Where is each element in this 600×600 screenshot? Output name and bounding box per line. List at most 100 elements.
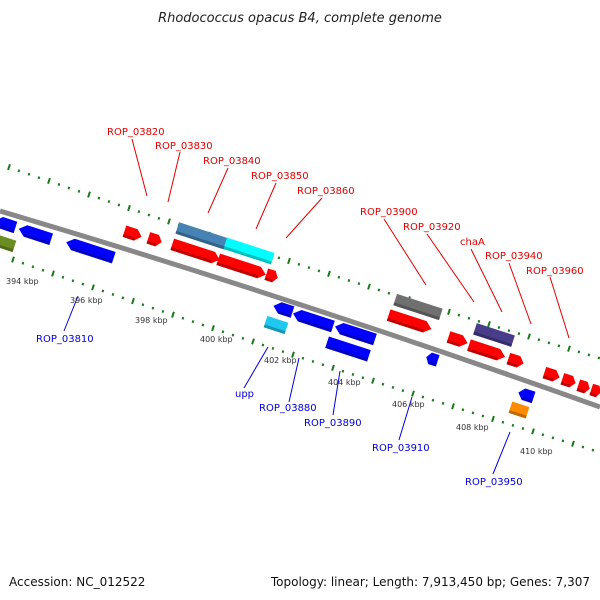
reverse-gene[interactable] [333,321,377,346]
minor-tick [121,296,125,300]
forward-gene[interactable] [576,379,591,394]
forward-gene[interactable] [542,366,562,383]
forward-gene[interactable] [560,373,577,389]
gene-label[interactable]: ROP_03810 [36,334,94,345]
minor-tick [41,268,45,272]
gene-label[interactable]: ROP_03910 [372,443,430,454]
forward-gene[interactable] [263,315,289,335]
reverse-gene[interactable] [424,351,440,367]
minor-tick [321,363,325,367]
major-tick [567,345,571,352]
gene-label[interactable]: ROP_03880 [259,403,317,414]
minor-tick [391,385,395,389]
forward-gene[interactable] [0,233,17,253]
forward-gene[interactable] [506,352,526,369]
gene-label[interactable]: ROP_03940 [485,251,543,262]
gene-shape [263,315,289,335]
gene-label[interactable]: ROP_03850 [251,171,309,182]
major-tick [287,257,291,265]
reverse-gene[interactable] [517,387,536,404]
reverse-gene[interactable] [291,308,335,333]
forward-gene[interactable] [223,237,275,265]
forward-gene[interactable] [325,336,371,362]
gene-shade [386,317,424,333]
gene-label[interactable]: ROP_03950 [465,477,523,488]
minor-tick [547,341,551,345]
gene-shade [264,276,273,283]
minor-tick [17,169,21,173]
gene-shade [521,397,533,404]
gene-label[interactable]: upp [235,389,254,400]
major-tick [371,377,375,384]
genes [0,215,600,419]
major-tick [171,311,175,318]
gene-shape [518,388,536,404]
gene-shape [0,217,18,234]
gene-shape [386,309,432,333]
gene-shade [508,410,527,419]
gene-label[interactable]: ROP_03900 [360,207,418,218]
minor-tick [117,203,121,207]
gene-shape [223,237,275,265]
gene-label[interactable]: ROP_03840 [203,156,261,167]
reverse-gene[interactable] [272,300,295,318]
minor-tick [361,376,365,380]
gene-shape [216,253,266,279]
minor-tick [261,343,265,347]
major-tick [367,283,371,290]
minor-tick [581,445,585,449]
forward-gene[interactable] [473,323,515,347]
gene-shape [0,233,17,253]
reverse-gene[interactable] [17,223,54,245]
gene-label[interactable]: ROP_03890 [304,418,362,429]
reverse-gene[interactable] [0,215,18,234]
forward-gene[interactable] [170,238,221,266]
minor-tick [381,382,385,386]
forward-gene[interactable] [146,232,163,248]
forward-gene[interactable] [386,309,434,334]
gene-shape [335,322,377,346]
minor-tick [301,356,305,360]
gene-shape [264,268,278,283]
minor-tick [387,291,391,295]
gene-shape [18,225,54,245]
minor-tick [271,346,275,350]
major-tick [51,270,55,277]
forward-gene[interactable] [175,222,229,250]
gene-shade [297,318,333,333]
minor-tick [81,282,85,286]
forward-gene[interactable] [446,331,470,349]
minor-tick [97,196,101,200]
forward-gene[interactable] [589,383,600,399]
minor-tick [557,344,561,348]
gene-shade [473,331,513,347]
gene-label[interactable]: ROP_03860 [297,186,355,197]
gene-label[interactable]: ROP_03830 [155,141,213,152]
gene-shade [446,339,461,347]
forward-gene[interactable] [216,253,267,281]
minor-tick [517,332,521,336]
gene-shade [560,381,571,388]
minor-tick [57,183,61,187]
gene-label[interactable]: chaA [460,237,485,248]
forward-gene[interactable] [508,401,530,419]
gene-label[interactable]: ROP_03820 [107,127,165,138]
gene-shade [589,392,597,398]
gene-label[interactable]: ROP_03920 [403,222,461,233]
backbone [0,208,600,410]
minor-tick [347,278,351,282]
forward-gene[interactable] [467,339,507,362]
gene-label[interactable]: ROP_03960 [526,266,584,277]
forward-gene[interactable] [264,268,279,283]
gene-shape [393,293,443,321]
reverse-gene-leaders [63,295,511,475]
forward-gene[interactable] [122,225,144,243]
forward-gene[interactable] [393,293,443,321]
major-tick [327,270,331,278]
minor-tick [401,389,405,393]
minor-tick [541,433,545,437]
reverse-gene[interactable] [64,237,116,264]
gene-shade [428,361,437,367]
minor-tick [151,306,155,310]
minor-tick [551,436,555,440]
